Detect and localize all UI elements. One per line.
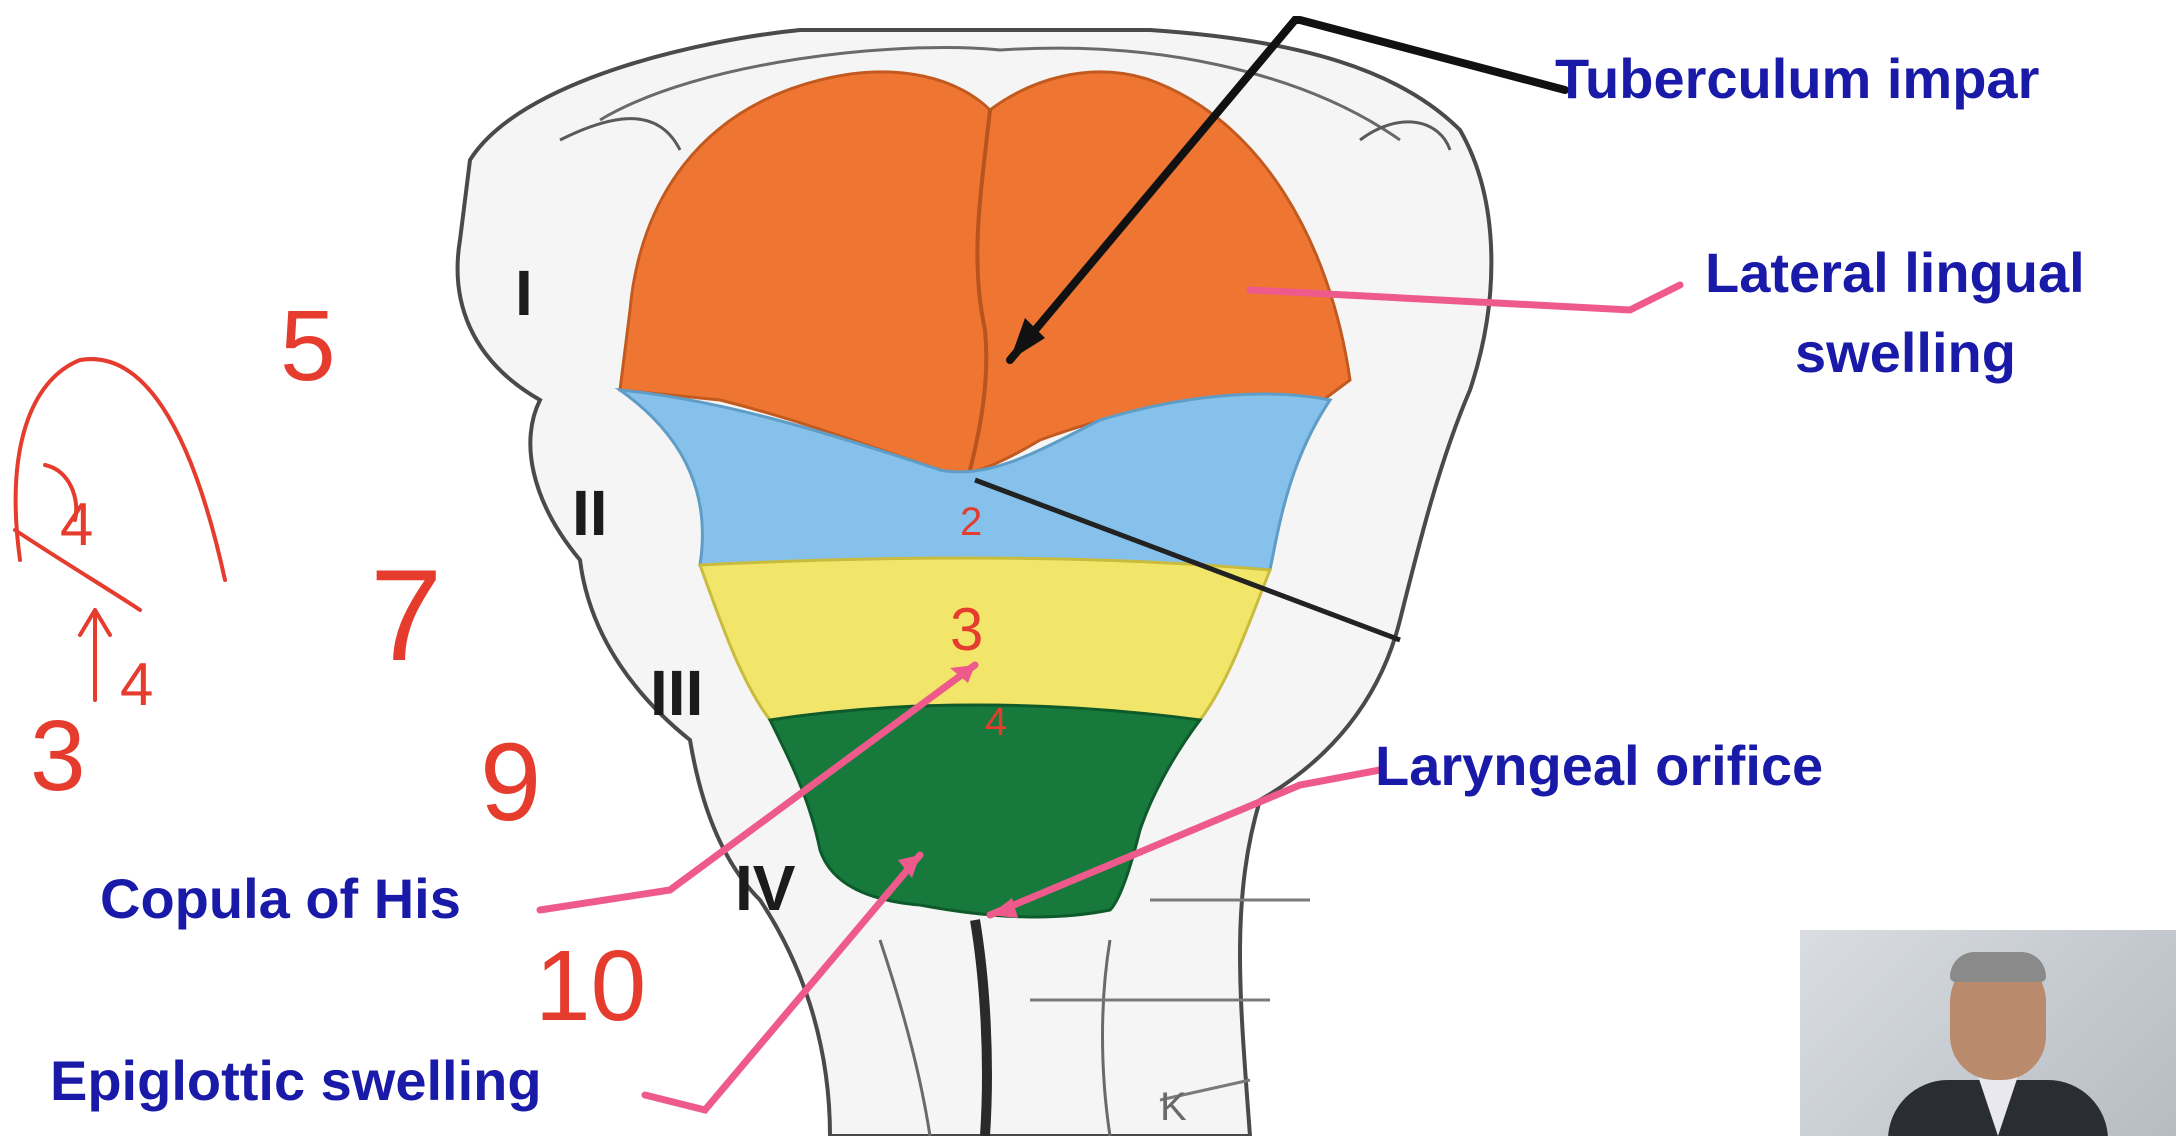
arch-numeral-ii: II: [572, 477, 608, 549]
arch-numeral-iii: III: [650, 657, 703, 729]
arch-numeral-iv: IV: [735, 852, 796, 924]
hand-mark-on-yellow: 3: [950, 596, 983, 663]
hand-number-7: 7: [370, 542, 442, 688]
hand-number-5: 5: [280, 290, 336, 402]
figure-letter-k: K: [1160, 1085, 1187, 1129]
yellow-region-third-arch: [700, 558, 1270, 720]
hand-up-arrow: [80, 610, 110, 700]
label-laryngeal-orifice: Laryngeal orifice: [1375, 734, 1823, 797]
presenter-hair: [1950, 952, 2046, 982]
hand-number-10: 10: [535, 930, 646, 1042]
hand-mark-on-green: 4: [985, 700, 1007, 744]
hand-mark-on-blue: 2: [960, 500, 982, 544]
label-tuberculum-impar: Tuberculum impar: [1555, 47, 2039, 110]
label-lateral-lingual-line1: Lateral lingual: [1705, 241, 2085, 304]
label-epiglottic-swelling: Epiglottic swelling: [50, 1049, 542, 1112]
hand-number-9: 9: [480, 721, 541, 844]
hand-arrow-label: 4: [60, 491, 93, 558]
label-lateral-lingual-line2: swelling: [1795, 321, 2016, 384]
hand-number-4: 4: [120, 651, 153, 718]
hand-number-3: 3: [30, 700, 86, 812]
arch-numeral-i: I: [515, 257, 533, 329]
label-copula-of-his: Copula of His: [100, 867, 461, 930]
hand-sketch-shape: [15, 359, 225, 610]
presenter-webcam: [1800, 930, 2176, 1136]
